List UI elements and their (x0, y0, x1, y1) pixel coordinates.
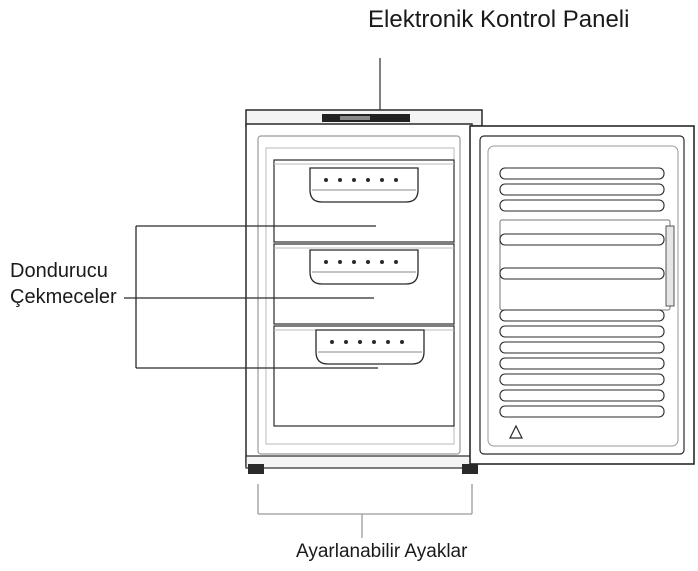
door-shelves (499, 167, 665, 418)
adjustable-foot-left (248, 464, 264, 474)
adjustable-feet-label: Ayarlanabilir Ayaklar (296, 541, 468, 562)
freezer-drawers-label: Dondurucu Çekmeceler (10, 258, 117, 310)
drawer-3-handle (315, 329, 425, 365)
control-panel-label: Elektronik Kontrol Paneli (368, 6, 630, 33)
warning-triangle-icon (509, 424, 523, 439)
freezer-drawers-label-line1: Dondurucu (10, 260, 108, 282)
freezer-drawers-label-line2: Çekmeceler (10, 286, 117, 308)
control-panel-light (340, 116, 370, 120)
drawers-leader-lines (124, 225, 378, 369)
drawer-1-handle (309, 167, 419, 203)
feet-leader-bracket (257, 484, 473, 538)
cabinet-inner-frame (257, 135, 461, 455)
adjustable-foot-right (462, 464, 478, 474)
freezer-drawer-3 (273, 325, 455, 427)
cabinet-base (245, 455, 473, 469)
drawer-2-handle (309, 249, 419, 285)
freezer-drawer-1 (273, 159, 455, 243)
freezer-drawer-2 (273, 243, 455, 325)
freezer-door (469, 125, 695, 465)
